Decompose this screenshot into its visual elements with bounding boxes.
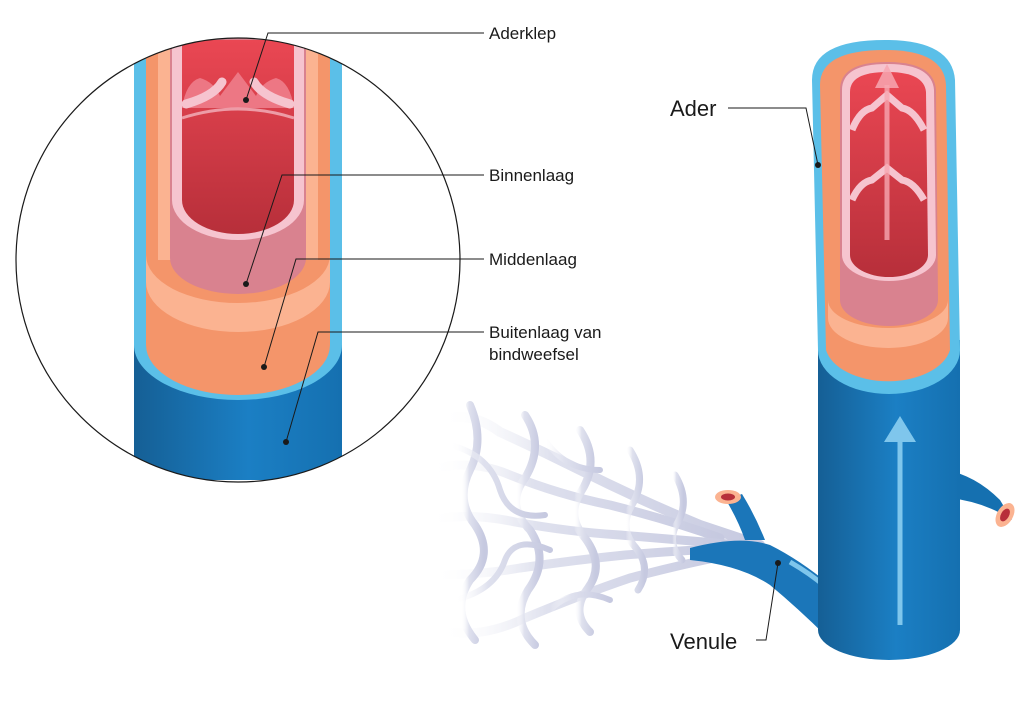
- lumen: [182, 40, 294, 234]
- side-branch-lumen: [1000, 508, 1010, 522]
- leader-dot-ader: [815, 162, 821, 168]
- leader-buitenlaag: [285, 331, 484, 443]
- venule-body: [690, 540, 830, 640]
- valve-edge: [181, 107, 295, 120]
- leader-venule: [756, 562, 779, 641]
- leader-dot-buitenlaag: [283, 439, 289, 445]
- label-buitenlaag-line1: Buitenlaag van: [489, 323, 601, 342]
- label-buitenlaag-line2: bindweefsel: [489, 345, 579, 364]
- flow-arrowhead-lumen: [875, 64, 899, 88]
- labels: Aderklep Binnenlaag Middenlaag Buitenlaa…: [489, 24, 737, 654]
- leader-dot-middenlaag: [261, 364, 267, 370]
- zoom-circle-outline: [15, 37, 461, 483]
- flow-arrowhead-trunk: [884, 416, 916, 442]
- leaders: [243, 32, 821, 641]
- leader-dot-aderklep: [243, 97, 249, 103]
- leader-dot-venule: [775, 560, 781, 566]
- label-binnenlaag: Binnenlaag: [489, 166, 574, 185]
- vein-trunk: [818, 340, 960, 660]
- vein-middle-rim: [828, 300, 948, 348]
- label-middenlaag: Middenlaag: [489, 250, 577, 269]
- leader-ader: [728, 107, 819, 166]
- main-vein: [812, 40, 1015, 660]
- middle-layer-rim: [146, 255, 330, 332]
- label-venule: Venule: [670, 629, 737, 654]
- label-ader: Ader: [670, 96, 716, 121]
- side-branch: [945, 470, 1012, 520]
- venule-branch: [726, 494, 765, 540]
- zoom-circle: [15, 37, 461, 483]
- valve-flap: [181, 77, 295, 109]
- leader-dot-binnenlaag: [243, 281, 249, 287]
- label-aderklep: Aderklep: [489, 24, 556, 43]
- leader-middenlaag: [263, 258, 484, 368]
- vein-cross-section: [134, 38, 342, 480]
- leader-aderklep: [245, 32, 484, 101]
- venule-branch-lumen: [721, 493, 735, 501]
- capillary-network: [423, 401, 765, 649]
- leader-binnenlaag: [245, 174, 484, 285]
